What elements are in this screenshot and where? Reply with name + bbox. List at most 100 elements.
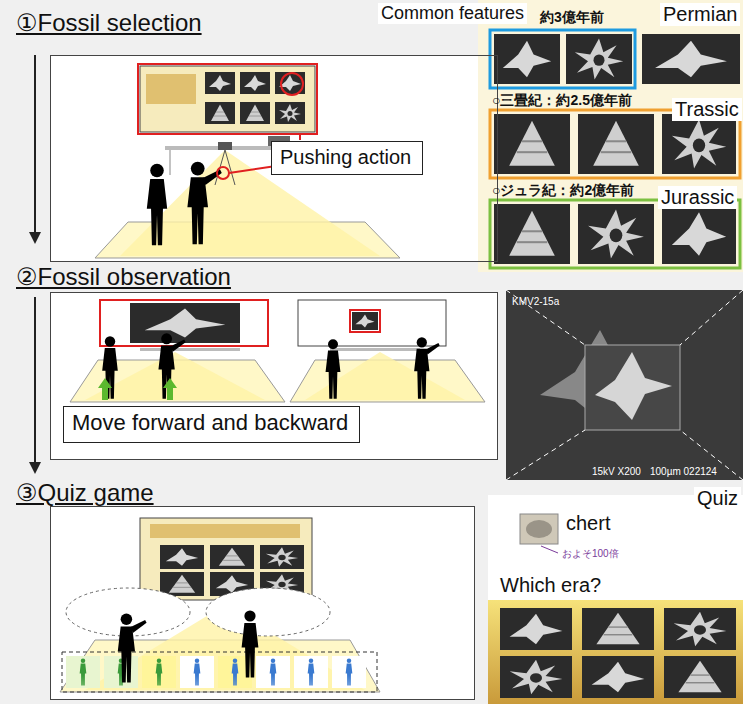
quiz-panel-part (500, 608, 572, 650)
era-panel-part (494, 204, 570, 264)
selection-scene-part (147, 164, 167, 246)
annotation-label: ○三畳紀：約2.5億年前 (492, 92, 632, 108)
observation-scene-part (98, 378, 112, 400)
quiz-panel-part (664, 608, 736, 650)
step-frame: ①Fossil selectionPushing action (50, 55, 498, 262)
step-heading: ①Fossil selection (16, 9, 202, 37)
selection-scene-part (240, 102, 270, 124)
step-frame: ③Quiz game (50, 506, 475, 700)
observation-scene-part (326, 339, 341, 399)
sem-image-part (506, 430, 585, 480)
annotation-label: ○ジュラ紀：約2億年前 (492, 182, 634, 198)
observation-scene-part (352, 312, 378, 330)
quiz-panel-part (582, 608, 654, 650)
step-arrows-part (29, 462, 41, 474)
era-panel-part (478, 0, 743, 272)
observation-scene-part (100, 300, 268, 346)
quiz-scene-part (270, 659, 277, 686)
quiz-scene-part (160, 545, 204, 569)
sem-image-part (506, 290, 585, 345)
quiz-scene-part (62, 652, 377, 692)
selection-scene-part (138, 64, 317, 134)
quiz-scene-part (332, 656, 366, 688)
quiz-scene-part (210, 545, 254, 569)
quiz-panel-part (541, 546, 558, 553)
quiz-scene-part (260, 545, 304, 569)
step-arrows-part (34, 55, 36, 236)
quiz-scene-part (104, 656, 138, 688)
box-label: Pushing action (280, 145, 411, 169)
annotation-label: KMV2-15a (512, 296, 559, 308)
era-panel-part (662, 204, 736, 264)
step-heading: ②Fossil observation (16, 263, 231, 291)
quiz-scene-part (180, 656, 214, 688)
selection-scene-part (170, 150, 171, 175)
era-panel-part (662, 114, 736, 174)
quiz-panel-part (488, 495, 743, 704)
selection-scene-part (218, 142, 232, 150)
quiz-scene-part (140, 518, 312, 600)
selection-scene-part (275, 102, 305, 124)
era-panel-part (490, 200, 740, 268)
observation-scene-part (414, 337, 440, 398)
quiz-scene-part (80, 659, 87, 686)
annotation-label: 100µm 022124 (650, 466, 717, 478)
quiz-scene-part (308, 659, 315, 686)
era-panel-part (642, 34, 740, 84)
quiz-panel-part (582, 656, 654, 698)
era-panel-part (490, 30, 635, 88)
annotation-label: Quiz (694, 487, 741, 510)
section-frames-part (50, 55, 498, 262)
section-frames-part (50, 292, 498, 460)
observation-scene (70, 300, 485, 402)
quiz-panel-part (488, 600, 743, 704)
step-arrows-part (34, 297, 36, 466)
era-panel (478, 0, 743, 272)
era-panel-part (494, 34, 560, 84)
section-frames-part (50, 506, 475, 700)
quiz-scene-part (150, 524, 300, 538)
observation-scene-part (163, 378, 177, 400)
quiz-panel (488, 495, 743, 704)
quiz-scene-part (346, 659, 353, 686)
quiz-scene-part (256, 656, 290, 688)
step-heading: ③Quiz game (16, 479, 154, 507)
selection-scene-part (229, 166, 276, 173)
selection-scene-part (275, 72, 305, 94)
selection-scene-part (205, 102, 235, 124)
era-panel-part (578, 114, 654, 174)
era-panel-part (566, 34, 632, 84)
box-label: Move forward and backward (72, 410, 348, 436)
observation-scene-part (330, 348, 420, 351)
sem-image (506, 290, 743, 480)
sem-image-part (595, 352, 672, 420)
quiz-panel-part (526, 520, 552, 538)
quiz-scene-part (232, 659, 239, 686)
selection-scene-part (217, 167, 229, 179)
annotation-label: 約3億年前 (540, 9, 604, 25)
step-frame: ②Fossil observationMove forward and back… (50, 292, 498, 460)
annotation-label: chert (566, 512, 610, 535)
quiz-scene (60, 518, 380, 692)
quiz-scene-part (294, 656, 328, 688)
quiz-scene-part (156, 659, 163, 686)
observation-scene-part (350, 310, 380, 332)
selection-scene-part (140, 66, 315, 132)
quiz-scene-part (142, 656, 176, 688)
sem-image-part (585, 345, 680, 430)
quiz-panel-part (500, 656, 572, 698)
annotation-label: およそ100倍 (562, 548, 619, 560)
selection-scene-part (205, 72, 235, 94)
quiz-scene-part (206, 588, 330, 636)
selection-scene-part (146, 74, 196, 104)
callout-box: Pushing action (271, 141, 423, 175)
selection-scene-part (240, 72, 270, 94)
observation-scene-part (100, 300, 268, 346)
annotation-label: Trassic (672, 98, 742, 121)
observation-scene-part (130, 303, 240, 343)
annotation-label: Which era? (500, 574, 601, 597)
sem-image-part (680, 290, 743, 345)
selection-scene-part (299, 134, 301, 140)
annotation-label: 15kV X200 (592, 466, 641, 478)
